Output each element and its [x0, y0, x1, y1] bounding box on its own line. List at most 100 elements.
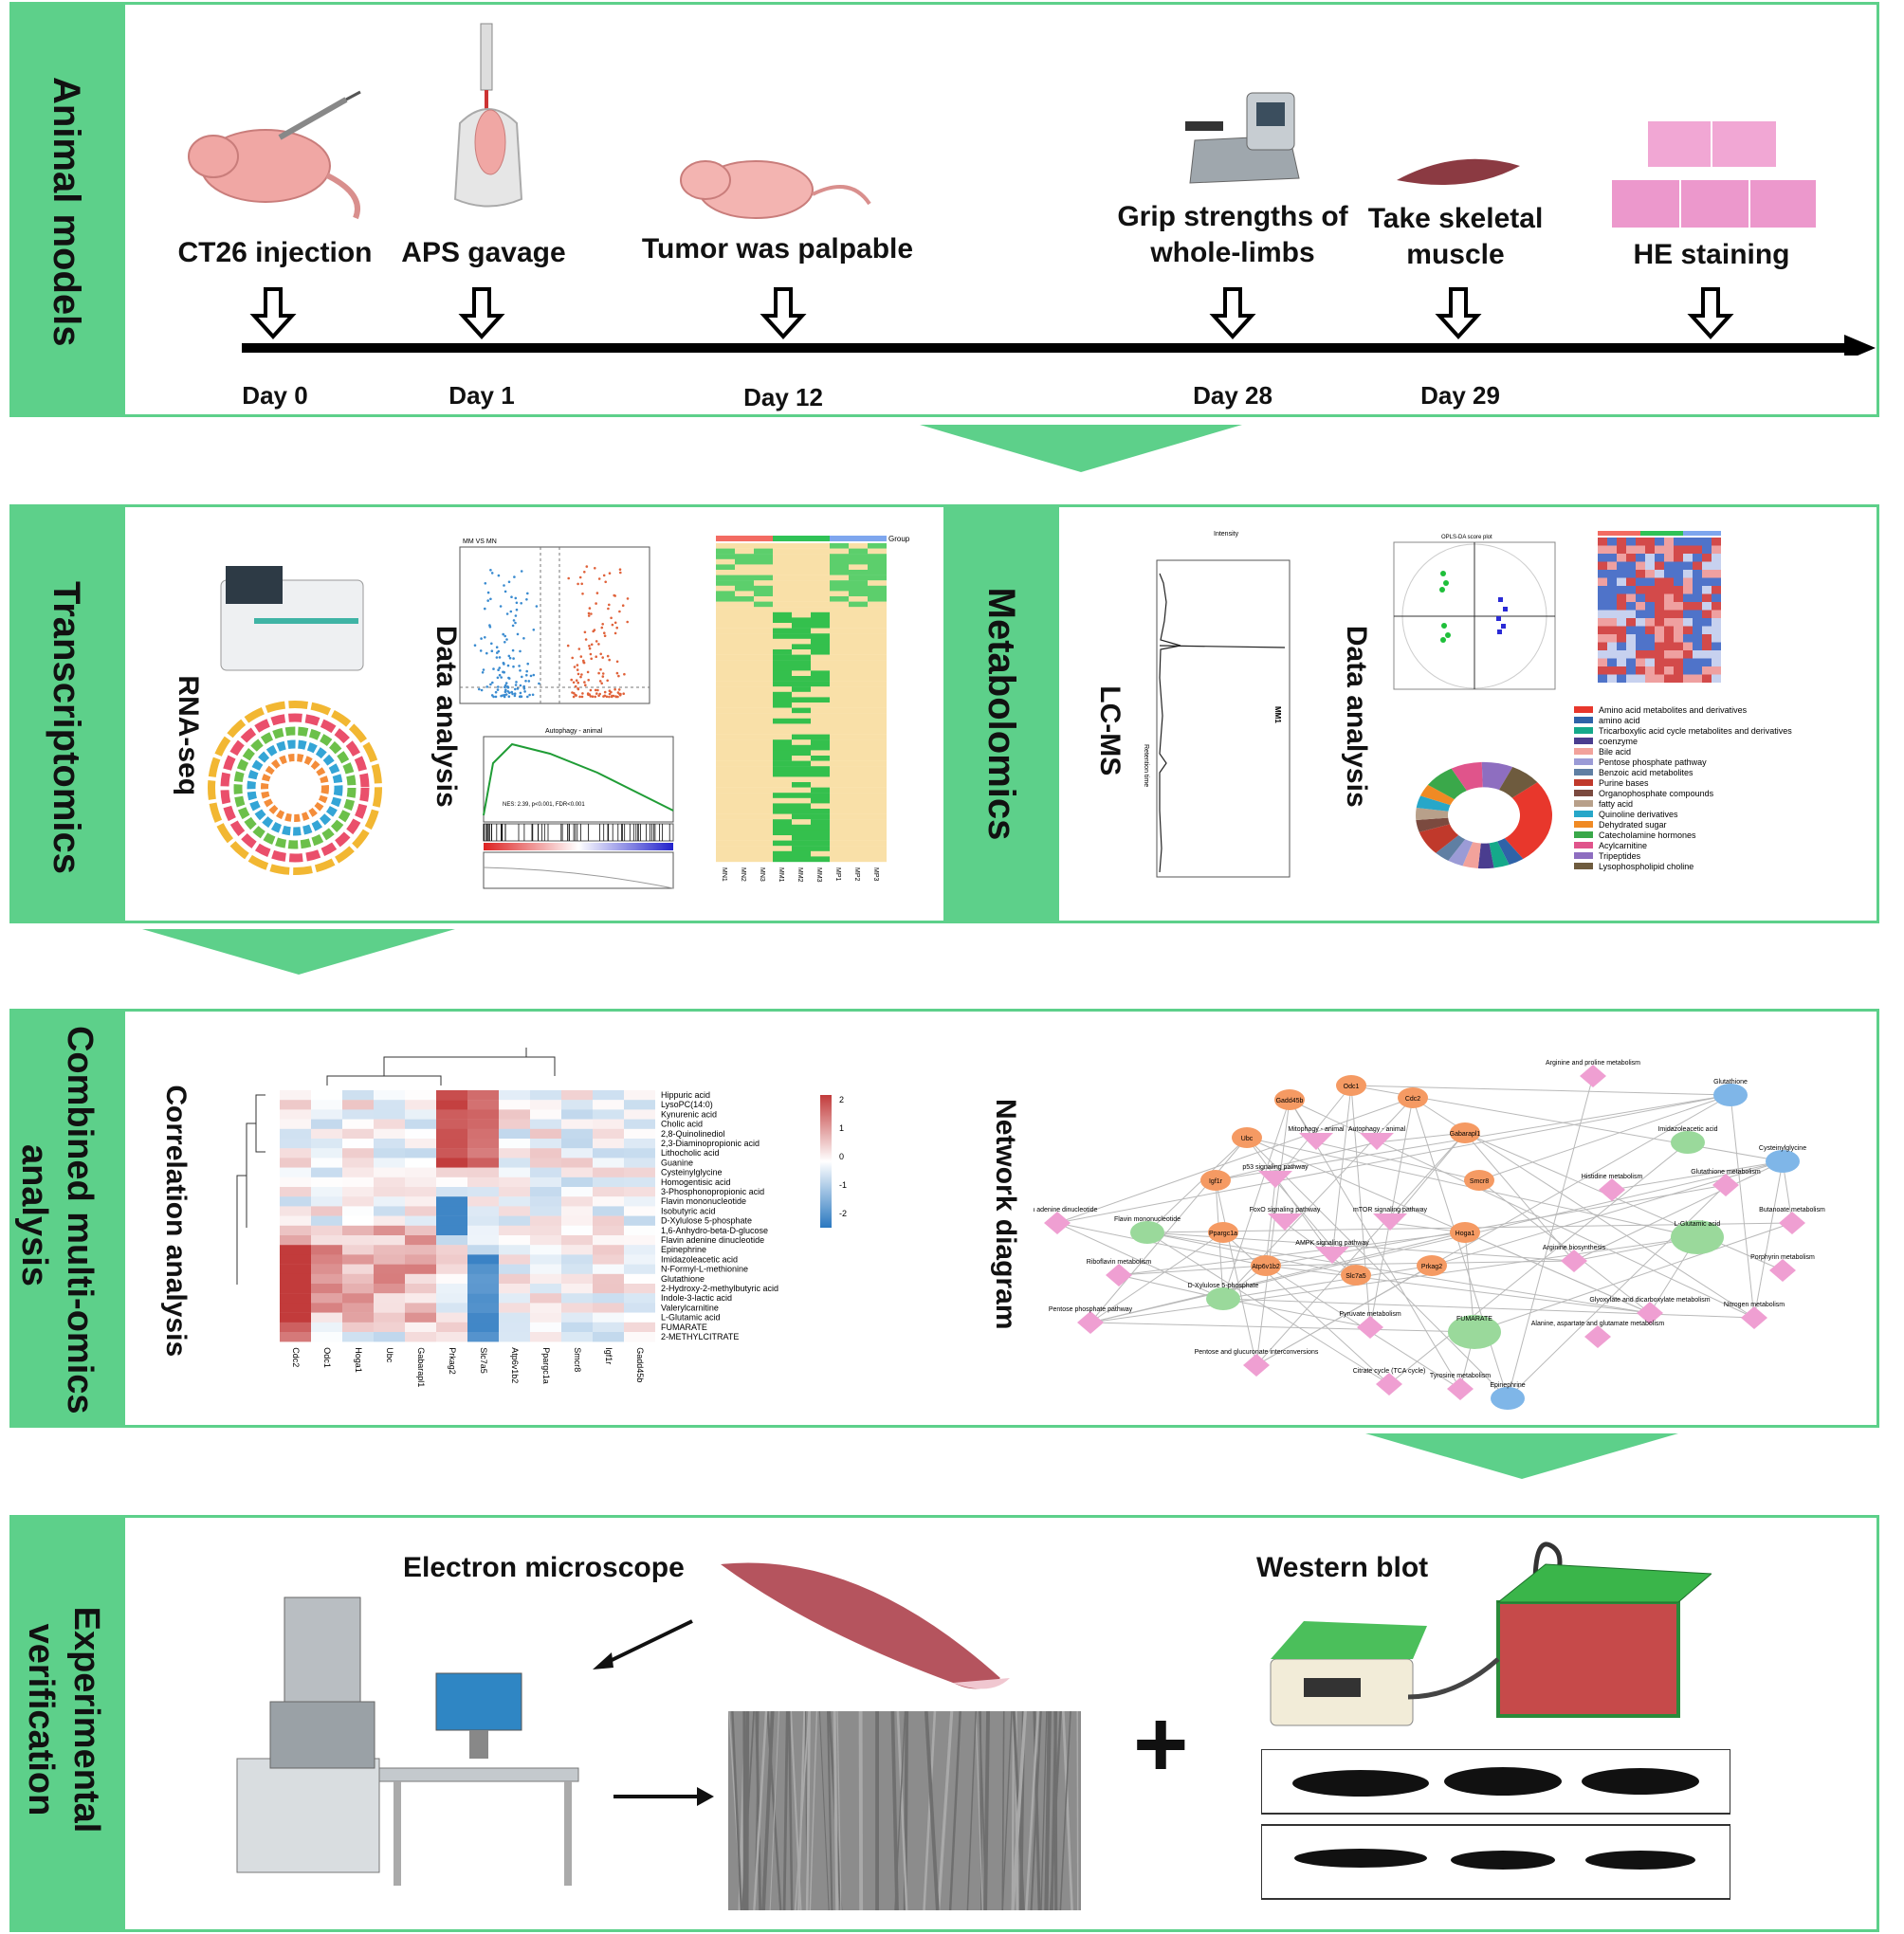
heatmap-cell — [792, 713, 811, 719]
correlation-cell — [342, 1177, 374, 1188]
correlation-cell — [436, 1158, 467, 1168]
network-edge — [1255, 1099, 1291, 1366]
metab-heatmap-cell — [1645, 610, 1655, 619]
correlation-cell — [342, 1187, 374, 1197]
correlation-cell — [499, 1322, 530, 1333]
volcano-point — [588, 607, 592, 610]
correlation-col-label: Slc7a5 — [479, 1347, 488, 1374]
heatmap-cell — [716, 840, 735, 847]
correlation-cell — [342, 1100, 374, 1110]
heatmap-cell — [830, 739, 849, 745]
heatmap-cell — [811, 691, 830, 698]
heatmap-cell — [773, 548, 792, 555]
network-edge — [1118, 1232, 1466, 1276]
correlation-col-label: Gabarapl1 — [416, 1347, 426, 1387]
metab-heatmap-cell — [1712, 602, 1721, 611]
metab-heatmap-cell — [1693, 545, 1702, 555]
heatmap-cell — [735, 787, 754, 794]
legend-swatch — [1574, 748, 1593, 755]
heatmap-cell — [868, 756, 887, 761]
correlation-cell — [624, 1245, 655, 1255]
heatmap-cell — [716, 638, 735, 645]
metab-heatmap-cell — [1598, 554, 1607, 562]
network-edge — [1350, 1085, 1371, 1328]
correlation-row-label: Kynurenic acid — [661, 1109, 717, 1119]
heatmap-cell — [792, 846, 811, 851]
correlation-cell — [593, 1284, 624, 1294]
correlation-cell — [311, 1148, 342, 1159]
correlation-cell — [530, 1284, 561, 1294]
volcano-point — [618, 568, 622, 571]
metab-heatmap-cell — [1655, 593, 1664, 603]
western-blot-title: Western blot — [1256, 1552, 1429, 1583]
heatmap-cell — [849, 591, 868, 597]
heatmap-cell — [773, 771, 792, 777]
event-grip-strength-line1: Grip strengths of — [1117, 201, 1348, 232]
correlation-cell — [342, 1235, 374, 1246]
correlation-cell — [499, 1187, 530, 1197]
heatmap-cell — [716, 766, 735, 772]
volcano-point — [495, 646, 499, 648]
heatmap-cell — [849, 665, 868, 671]
volcano-point — [527, 680, 531, 683]
heatmap-cell — [716, 676, 735, 682]
heatmap-cell — [830, 558, 849, 565]
heatmap-cell — [811, 856, 830, 863]
pie-legend-item: coenzyme — [1574, 736, 1877, 746]
heatmap-cell — [868, 734, 887, 740]
down-arrow-day29 — [1435, 287, 1482, 339]
legend-label: Tripeptides — [1599, 850, 1641, 861]
correlation-cell — [374, 1167, 405, 1177]
network-edge — [1222, 1265, 1433, 1300]
heatmap-cell — [754, 591, 773, 597]
heatmap-cell — [716, 558, 735, 565]
network-edge — [1464, 1132, 1784, 1271]
arrow-to-sem-image — [613, 1787, 714, 1806]
volcano-point — [485, 651, 488, 655]
sem-texture-line — [924, 1711, 940, 1910]
correlation-row-label: Flavin mononucleotide — [661, 1196, 746, 1206]
heatmap-cell — [773, 575, 792, 581]
heatmap-cell — [849, 846, 868, 851]
metab-heatmap-cell — [1712, 626, 1721, 635]
volcano-point — [607, 607, 610, 611]
volcano-point — [611, 623, 614, 627]
heatmap-cell — [792, 591, 811, 597]
heatmap-cell — [735, 797, 754, 804]
metab-heatmap-cell — [1683, 602, 1693, 611]
heatmap-cell — [792, 776, 811, 783]
volcano-point — [597, 577, 601, 580]
heatmap-cell — [773, 558, 792, 565]
correlation-cell — [436, 1119, 467, 1129]
pie-legend-item: Quinoline derivatives — [1574, 809, 1877, 819]
legend-swatch — [1574, 800, 1593, 807]
network-edge — [1315, 1141, 1480, 1181]
day-0-label: Day 0 — [242, 381, 308, 410]
metab-heatmap-cell — [1636, 538, 1645, 546]
correlation-cell — [530, 1119, 561, 1129]
heatmap-cell — [830, 713, 849, 719]
down-arrow-day12 — [760, 287, 807, 339]
volcano-point — [494, 690, 498, 694]
heatmap-cell — [811, 580, 830, 586]
correlation-row-label: LysoPC(14:0) — [661, 1100, 713, 1109]
heatmap-cell — [716, 729, 735, 735]
day-12-label: Day 12 — [743, 383, 823, 411]
volcano-point — [608, 692, 612, 696]
heatmap-cell — [754, 554, 773, 559]
network-node-label: Gabarapl1 — [1450, 1131, 1481, 1138]
heatmap-cell — [849, 835, 868, 841]
volcano-point — [608, 658, 611, 662]
volcano-title: MM VS MN — [463, 538, 497, 545]
heatmap-cell — [792, 850, 811, 857]
heatmap-cell — [849, 607, 868, 612]
volcano-point — [589, 695, 593, 698]
heatmap-sample-label: MP2 — [853, 867, 860, 882]
legend-label: fatty acid — [1599, 798, 1634, 809]
sem-texture-line — [983, 1711, 990, 1910]
network-node-label: Mitophagy - animal — [1288, 1126, 1345, 1133]
correlation-cell — [624, 1148, 655, 1159]
heatmap-cell — [811, 760, 830, 767]
correlation-cell — [593, 1235, 624, 1246]
